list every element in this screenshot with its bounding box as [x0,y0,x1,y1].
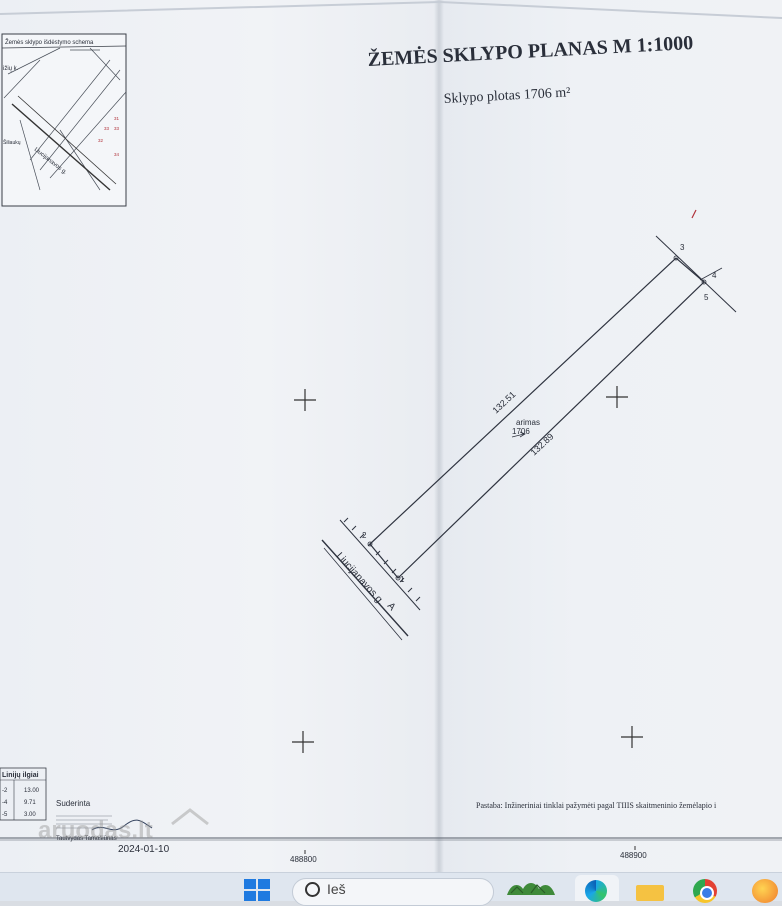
edge-icon[interactable] [575,875,619,902]
line-table-value-2: 9.71 [24,800,36,806]
plan-sheet: ŽEMĖS SKLYPO PLANAS M 1:1000 Sklypo plot… [0,0,782,872]
document-photo: ŽEMĖS SKLYPO PLANAS M 1:1000 Sklypo plot… [0,0,782,872]
coord-bottom-right: 488900 [620,851,647,860]
app-icon[interactable] [752,877,782,903]
grid-crosses [292,386,643,753]
scheme-label-village: ižių k. [3,66,19,72]
line-table-title: Linijų ilgiai [2,772,39,779]
point-4: 4 [712,271,717,280]
aruodas-watermark: aruodas.lt [38,808,209,844]
plan-title: ŽEMĖS SKLYPO PLANAS M 1:1000 [367,30,694,71]
point-5: 5 [704,293,709,302]
widgets-icon[interactable] [505,879,557,897]
land-plot-plan: ŽEMĖS SKLYPO PLANAS M 1:1000 Sklypo plot… [0,0,782,864]
line-table-from-3: -5 [2,812,8,818]
approved-date: 2024-01-10 [118,844,170,855]
file-explorer-icon[interactable] [636,881,666,901]
side-length-upper: 132.51 [491,389,518,415]
scheme-parcel-31: 31 [114,116,120,121]
side-length-lower: 132.89 [529,431,556,457]
scheme-parcel-33b: 33 [114,126,120,131]
search-icon [305,882,320,897]
taskbar-search-input[interactable]: Ieš [292,878,494,906]
approved-name: Tautvydas Tamošiūnas [56,836,117,842]
chrome-icon[interactable] [693,877,721,903]
point-3: 3 [680,243,685,252]
plot-area-label: Sklypo plotas 1706 m² [443,85,570,107]
coord-bottom-left: 488800 [290,855,317,864]
point-1: 1 [400,575,405,584]
approved-label: Suderinta [56,799,91,808]
windows-start-icon[interactable] [244,879,272,901]
plan-note: Pastaba: Inžineriniai tinklai pažymėti p… [476,801,717,810]
scheme-parcel-32: 32 [98,138,104,143]
search-text: Ieš [327,881,346,897]
line-table-value-3: 3.00 [24,812,36,818]
page-fold [434,0,444,872]
location-scheme: Žemės sklypo išdėstymo schema ižių k. Ši… [1,33,127,207]
scheme-title: Žemės sklypo išdėstymo schema [5,38,94,46]
parcel-area-value: 1706 [512,427,530,436]
scheme-label-place: Šiliaukų [3,139,21,146]
land-parcel [321,209,737,641]
approval-fine-print [56,815,112,829]
windows-taskbar: Ieš [0,872,782,906]
line-lengths-table: Linijų ilgiai -2 13.00 -4 9.71 -5 3.00 [0,767,47,821]
street-label: Liucijanavos g. [334,551,386,608]
land-use-label: arimas [516,418,540,427]
point-2: 2 [362,531,367,540]
watermark-text: aruodas.lt [38,817,153,844]
line-table-from-2: -4 [2,800,8,806]
signature [91,819,153,831]
scheme-parcel-34: 34 [114,152,120,157]
scheme-parcel-33a: 33 [104,126,110,131]
line-table-value-1: 13.00 [24,788,40,794]
line-table-from-1: -2 [2,788,8,794]
